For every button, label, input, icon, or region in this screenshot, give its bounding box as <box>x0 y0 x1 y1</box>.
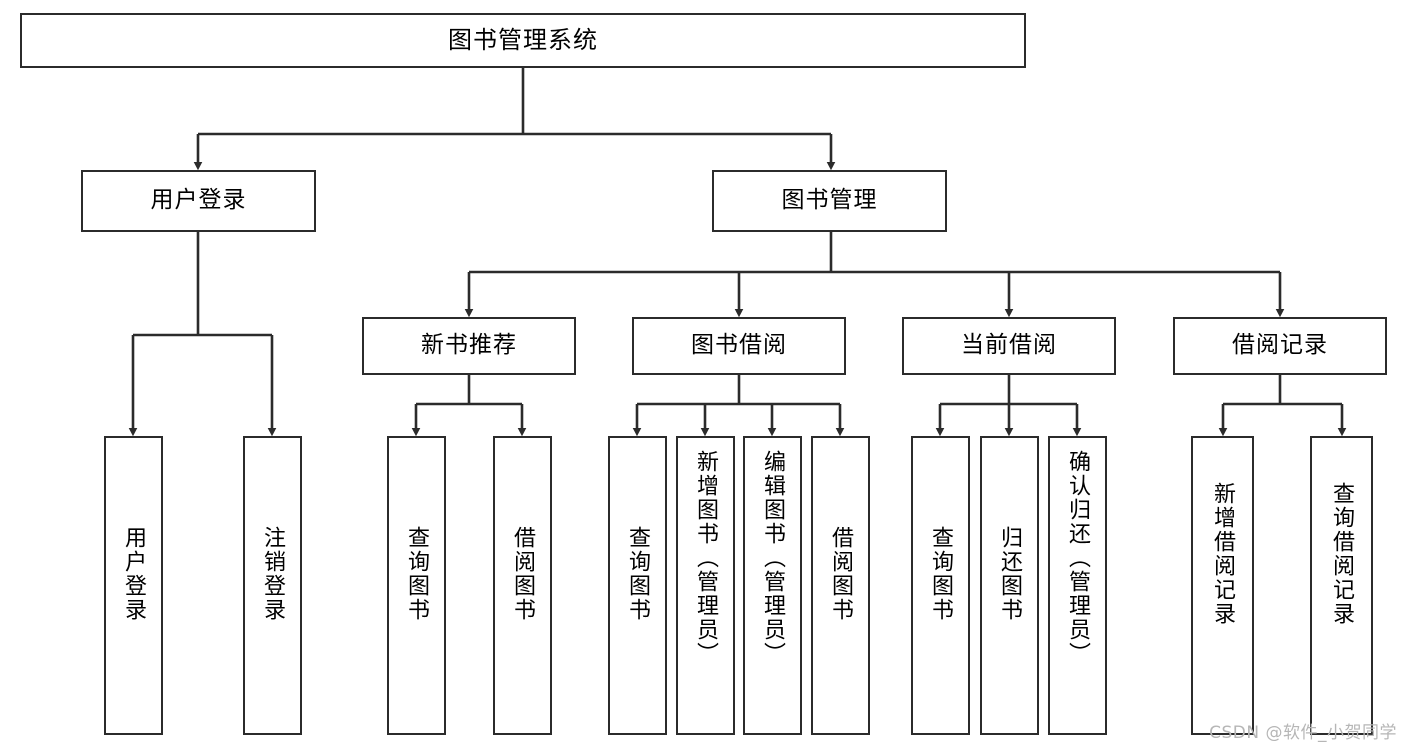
leaf-confirm-return[interactable]: 确认归还（管理员） <box>1048 436 1107 735</box>
node-current-borrow[interactable]: 当前借阅 <box>902 317 1116 375</box>
node-label: 注销登录 <box>260 526 286 622</box>
leaf-query-borrow-record[interactable]: 查询借阅记录 <box>1310 436 1373 735</box>
node-borrow-record[interactable]: 借阅记录 <box>1173 317 1387 375</box>
node-label: 查询图书 <box>404 526 430 622</box>
node-label: 归还图书 <box>997 526 1023 622</box>
node-label: 查询借阅记录 <box>1329 482 1355 626</box>
node-label: 新增借阅记录 <box>1210 482 1236 626</box>
leaf-add-book[interactable]: 新增图书（管理员） <box>676 436 735 735</box>
leaf-borrow-book-borrow[interactable]: 借阅图书 <box>811 436 870 735</box>
leaf-query-book-current[interactable]: 查询图书 <box>911 436 970 735</box>
leaf-borrow-book-recommend[interactable]: 借阅图书 <box>493 436 552 735</box>
node-label: 借阅记录 <box>1232 332 1328 359</box>
leaf-edit-book[interactable]: 编辑图书（管理员） <box>743 436 802 735</box>
node-label: 用户登录 <box>121 526 147 622</box>
leaf-logout-login[interactable]: 注销登录 <box>243 436 302 735</box>
leaf-user-login[interactable]: 用户登录 <box>104 436 163 735</box>
node-label: 借阅图书 <box>510 526 536 622</box>
node-book-management[interactable]: 图书管理 <box>712 170 947 232</box>
node-label: 新增图书（管理员） <box>693 450 719 666</box>
node-root-book-management-system[interactable]: 图书管理系统 <box>20 13 1026 68</box>
node-label: 图书管理系统 <box>448 26 598 55</box>
node-new-book-recommend[interactable]: 新书推荐 <box>362 317 576 375</box>
node-label: 借阅图书 <box>828 526 854 622</box>
leaf-return-book[interactable]: 归还图书 <box>980 436 1039 735</box>
node-label: 图书管理 <box>781 187 878 214</box>
leaf-add-borrow-record[interactable]: 新增借阅记录 <box>1191 436 1254 735</box>
node-label: 查询图书 <box>928 526 954 622</box>
node-label: 编辑图书（管理员） <box>760 450 786 666</box>
node-label: 用户登录 <box>150 187 247 214</box>
node-label: 查询图书 <box>625 526 651 622</box>
node-label: 图书借阅 <box>691 332 787 359</box>
csdn-watermark: CSDN @软件_小贺同学 <box>1209 723 1397 743</box>
node-label: 新书推荐 <box>421 332 517 359</box>
node-book-borrow[interactable]: 图书借阅 <box>632 317 846 375</box>
leaf-query-book-borrow[interactable]: 查询图书 <box>608 436 667 735</box>
node-label: 当前借阅 <box>961 332 1057 359</box>
node-user-login[interactable]: 用户登录 <box>81 170 316 232</box>
node-label: 确认归还（管理员） <box>1065 450 1091 666</box>
leaf-query-book-recommend[interactable]: 查询图书 <box>387 436 446 735</box>
